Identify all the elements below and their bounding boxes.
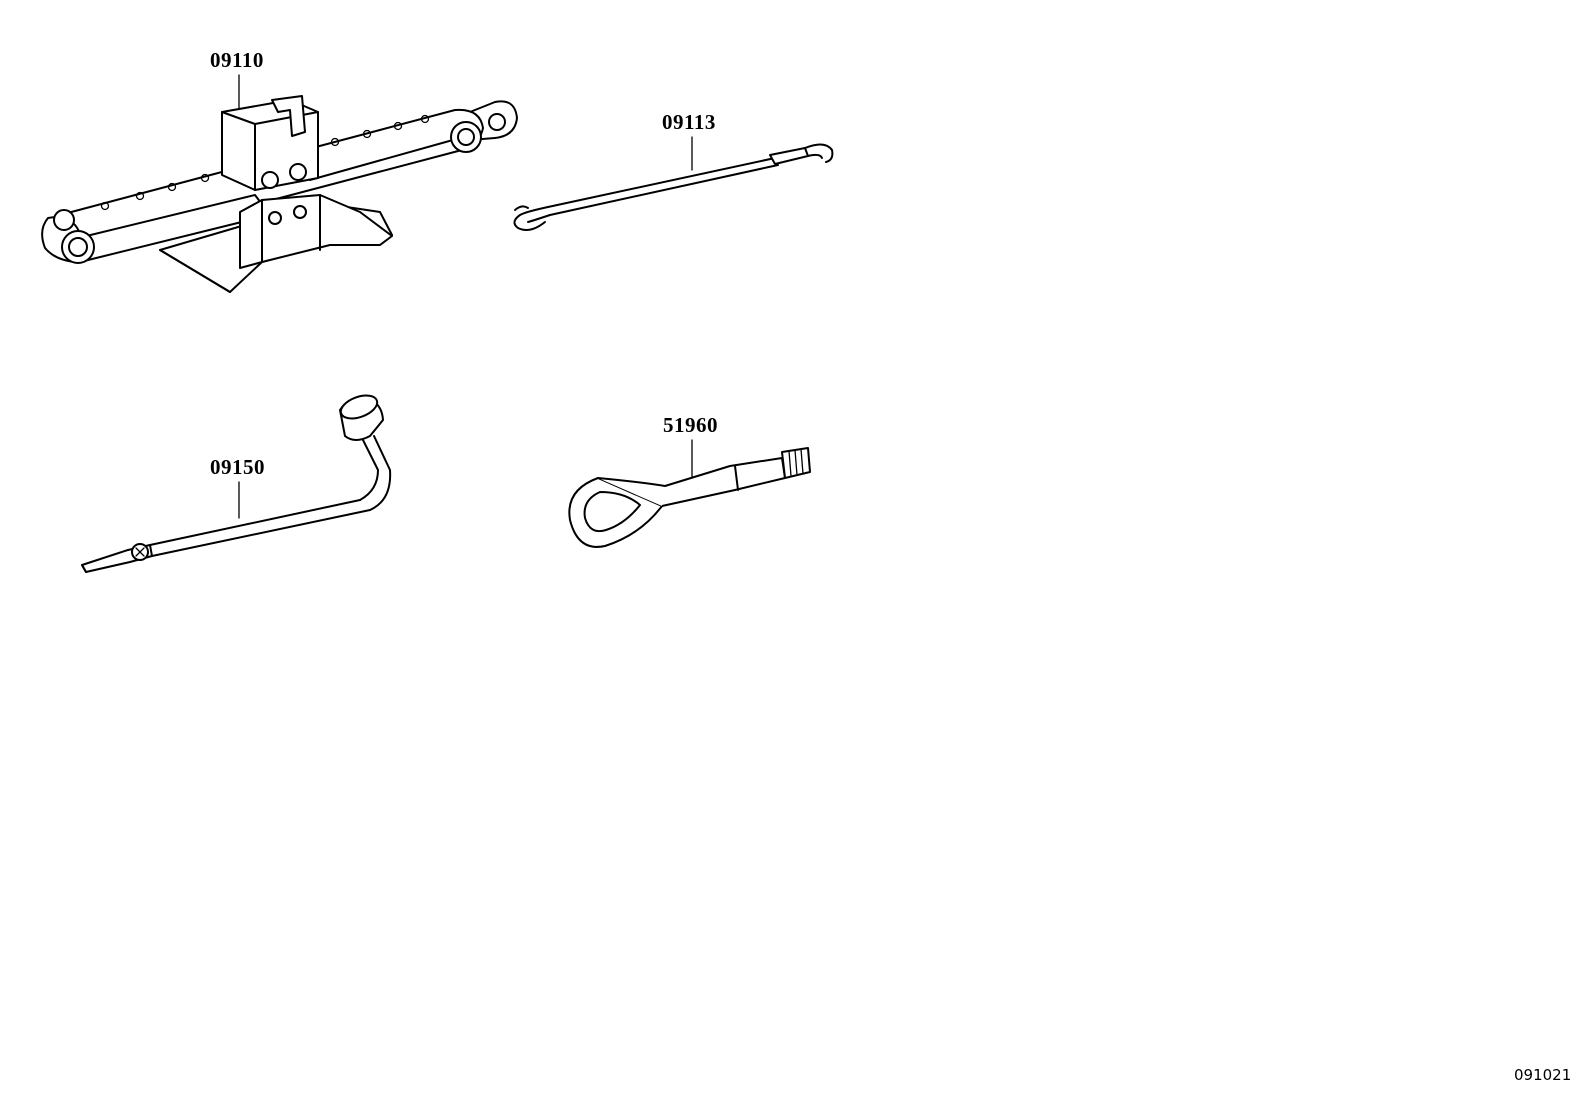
- jack-illustration: [41, 74, 518, 293]
- part-number-wheel-nut-wrench: 09150: [210, 455, 265, 479]
- wheel-wrench-illustration: [81, 394, 392, 573]
- crank-extension-illustration: [568, 439, 811, 548]
- jack-handle-illustration: [513, 136, 834, 231]
- figure-code: 091021: [1514, 1066, 1572, 1084]
- part-number-jack: 09110: [210, 48, 264, 72]
- part-number-tire-crank-handle: 51960: [663, 413, 718, 437]
- part-number-jack-handle: 09113: [662, 110, 716, 134]
